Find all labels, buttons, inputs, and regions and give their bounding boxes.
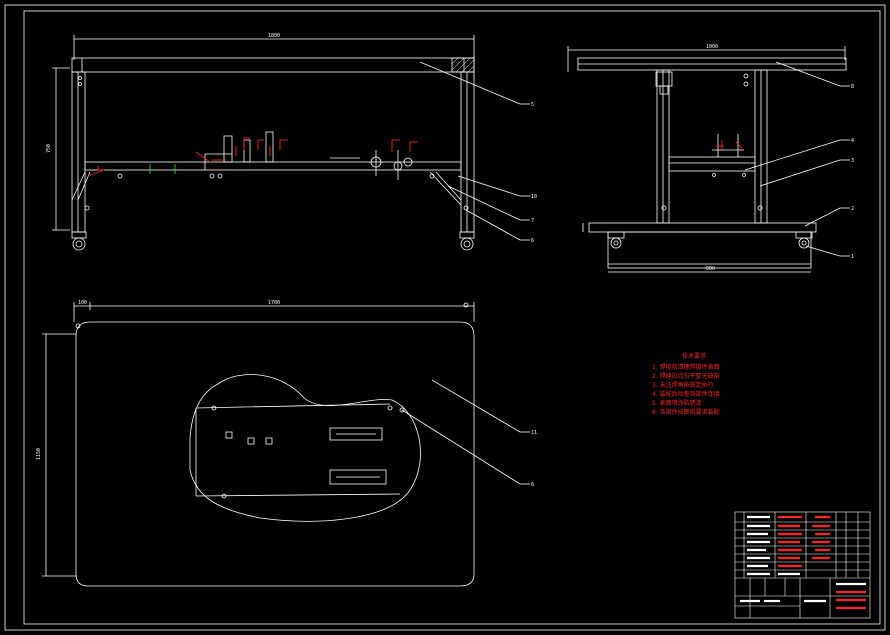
technical-note-6: 6. 各部件按图纸要求装配 [652, 408, 720, 416]
technical-note-3: 3. 未注焊角按规定执行 [652, 381, 714, 389]
side-balloon-3: 3 [851, 158, 854, 164]
side-weld-symbols [716, 140, 743, 150]
front-balloon-3: 7 [531, 218, 534, 224]
front-balloon-4: 6 [531, 238, 534, 244]
front-hatch [451, 57, 475, 73]
side-balloon-5: 1 [851, 254, 854, 260]
front-green-marks [149, 164, 176, 174]
side-balloon-4: 2 [851, 206, 854, 212]
title-block-text-marks [740, 515, 866, 610]
plan-dim-top-small: 100 [78, 300, 87, 306]
technical-note-5: 5. 表面喷涂防锈漆 [652, 399, 702, 407]
technical-note-1: 1. 焊接前清理焊接件表面 [652, 363, 720, 371]
technical-note-4: 4. 装配后检查各部件连接 [652, 390, 720, 398]
plan-balloon-2: 6 [531, 482, 534, 488]
side-balloon-1: 8 [851, 84, 854, 90]
front-view [52, 35, 530, 251]
front-dim-top: 1800 [268, 33, 280, 39]
plan-view [42, 302, 530, 587]
side-balloon-2: 4 [851, 138, 854, 144]
side-dim-top: 1000 [706, 44, 718, 50]
technical-note-2: 2. 焊缝应均匀平整无缺陷 [652, 372, 720, 380]
drawing-border [4, 4, 886, 631]
title-block [734, 511, 871, 619]
plan-dim-left: 1150 [36, 448, 42, 460]
technical-notes-title: 技术要求 [682, 352, 706, 360]
technical-notes: 技术要求 1. 焊接前清理焊接件表面 2. 焊缝应均匀平整无缺陷 3. 未注焊角… [652, 352, 720, 416]
front-dim-left: 750 [46, 144, 52, 153]
front-balloon-2: 10 [531, 194, 537, 200]
side-view [567, 46, 850, 273]
plan-dim-top: 1700 [268, 300, 280, 306]
side-dim-bottom: 900 [706, 266, 715, 272]
front-weld-symbols [87, 137, 418, 177]
front-balloon-1: 5 [531, 102, 534, 108]
plan-balloon-1: 11 [531, 430, 537, 436]
